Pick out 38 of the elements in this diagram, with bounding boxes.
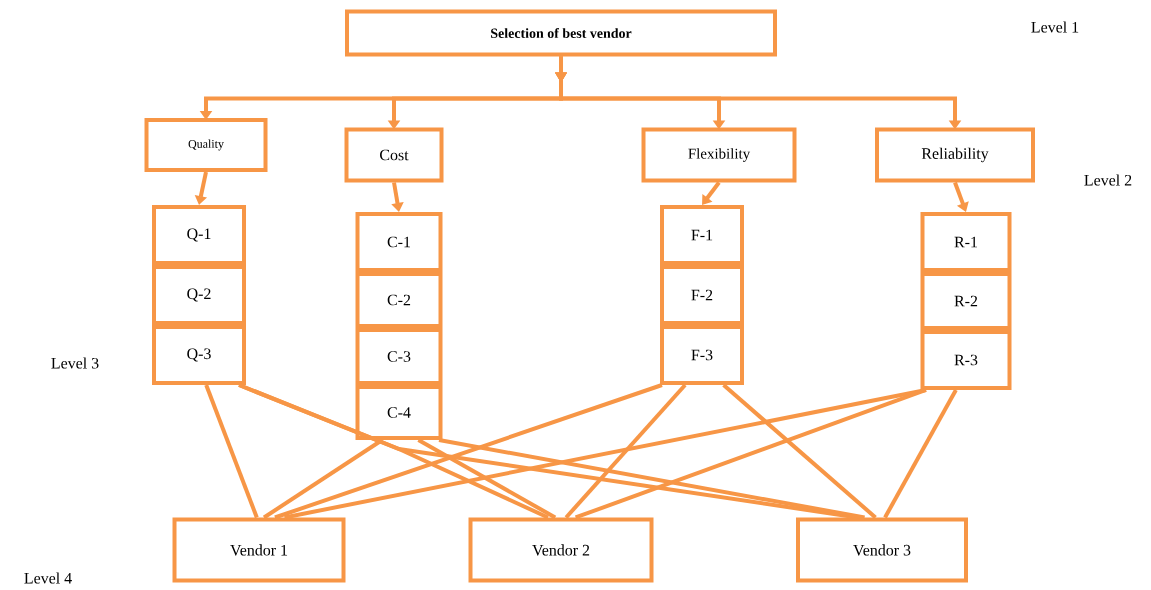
arrow	[953, 181, 969, 212]
connector-line	[238, 383, 858, 520]
criterion-box: Cost	[344, 127, 444, 183]
title-box: Selection of best vendor	[345, 9, 777, 57]
vendor-box: Vendor 2	[468, 517, 654, 583]
level-label: Level 2	[1084, 174, 1132, 186]
sub-criterion-cell: F-3	[660, 325, 744, 385]
sub-criterion-cell: Q-3	[152, 325, 246, 385]
connector-line	[564, 383, 687, 519]
connector-line	[722, 383, 877, 519]
criterion-box: Quality	[144, 118, 268, 172]
level-label: Level 3	[51, 357, 99, 369]
sub-criterion-cell: C-3	[355, 328, 443, 385]
arrow	[702, 181, 721, 205]
sub-criterion-cell: F-2	[660, 265, 744, 325]
sub-criterion-cell: Q-1	[152, 205, 246, 265]
connector-line	[204, 384, 259, 519]
connector-line	[274, 383, 663, 520]
sub-criterion-cell: C-1	[355, 212, 443, 272]
sub-criterion-cell: R-1	[920, 212, 1012, 272]
criterion-box: Reliability	[875, 127, 1035, 183]
sub-criterion-cell: C-2	[355, 272, 443, 328]
sub-criterion-cell: F-1	[660, 205, 744, 265]
connector-line	[883, 389, 958, 519]
connector-line	[417, 438, 557, 520]
vendor-box: Vendor 3	[796, 517, 968, 583]
sub-criterion-cell: R-2	[920, 272, 1012, 330]
connector-line	[262, 438, 384, 520]
vendor-box: Vendor 1	[172, 517, 346, 583]
connector-line	[284, 388, 927, 520]
sub-criterion-cell: R-3	[920, 330, 1012, 390]
criterion-box: Flexibility	[641, 127, 797, 183]
sub-criterion-cell: C-4	[355, 385, 443, 440]
connector-line	[438, 438, 865, 520]
level-label: Level 1	[1031, 21, 1079, 33]
connector-line	[574, 388, 927, 520]
sub-criterion-cell: Q-2	[152, 265, 246, 325]
level-label: Level 4	[24, 572, 72, 584]
